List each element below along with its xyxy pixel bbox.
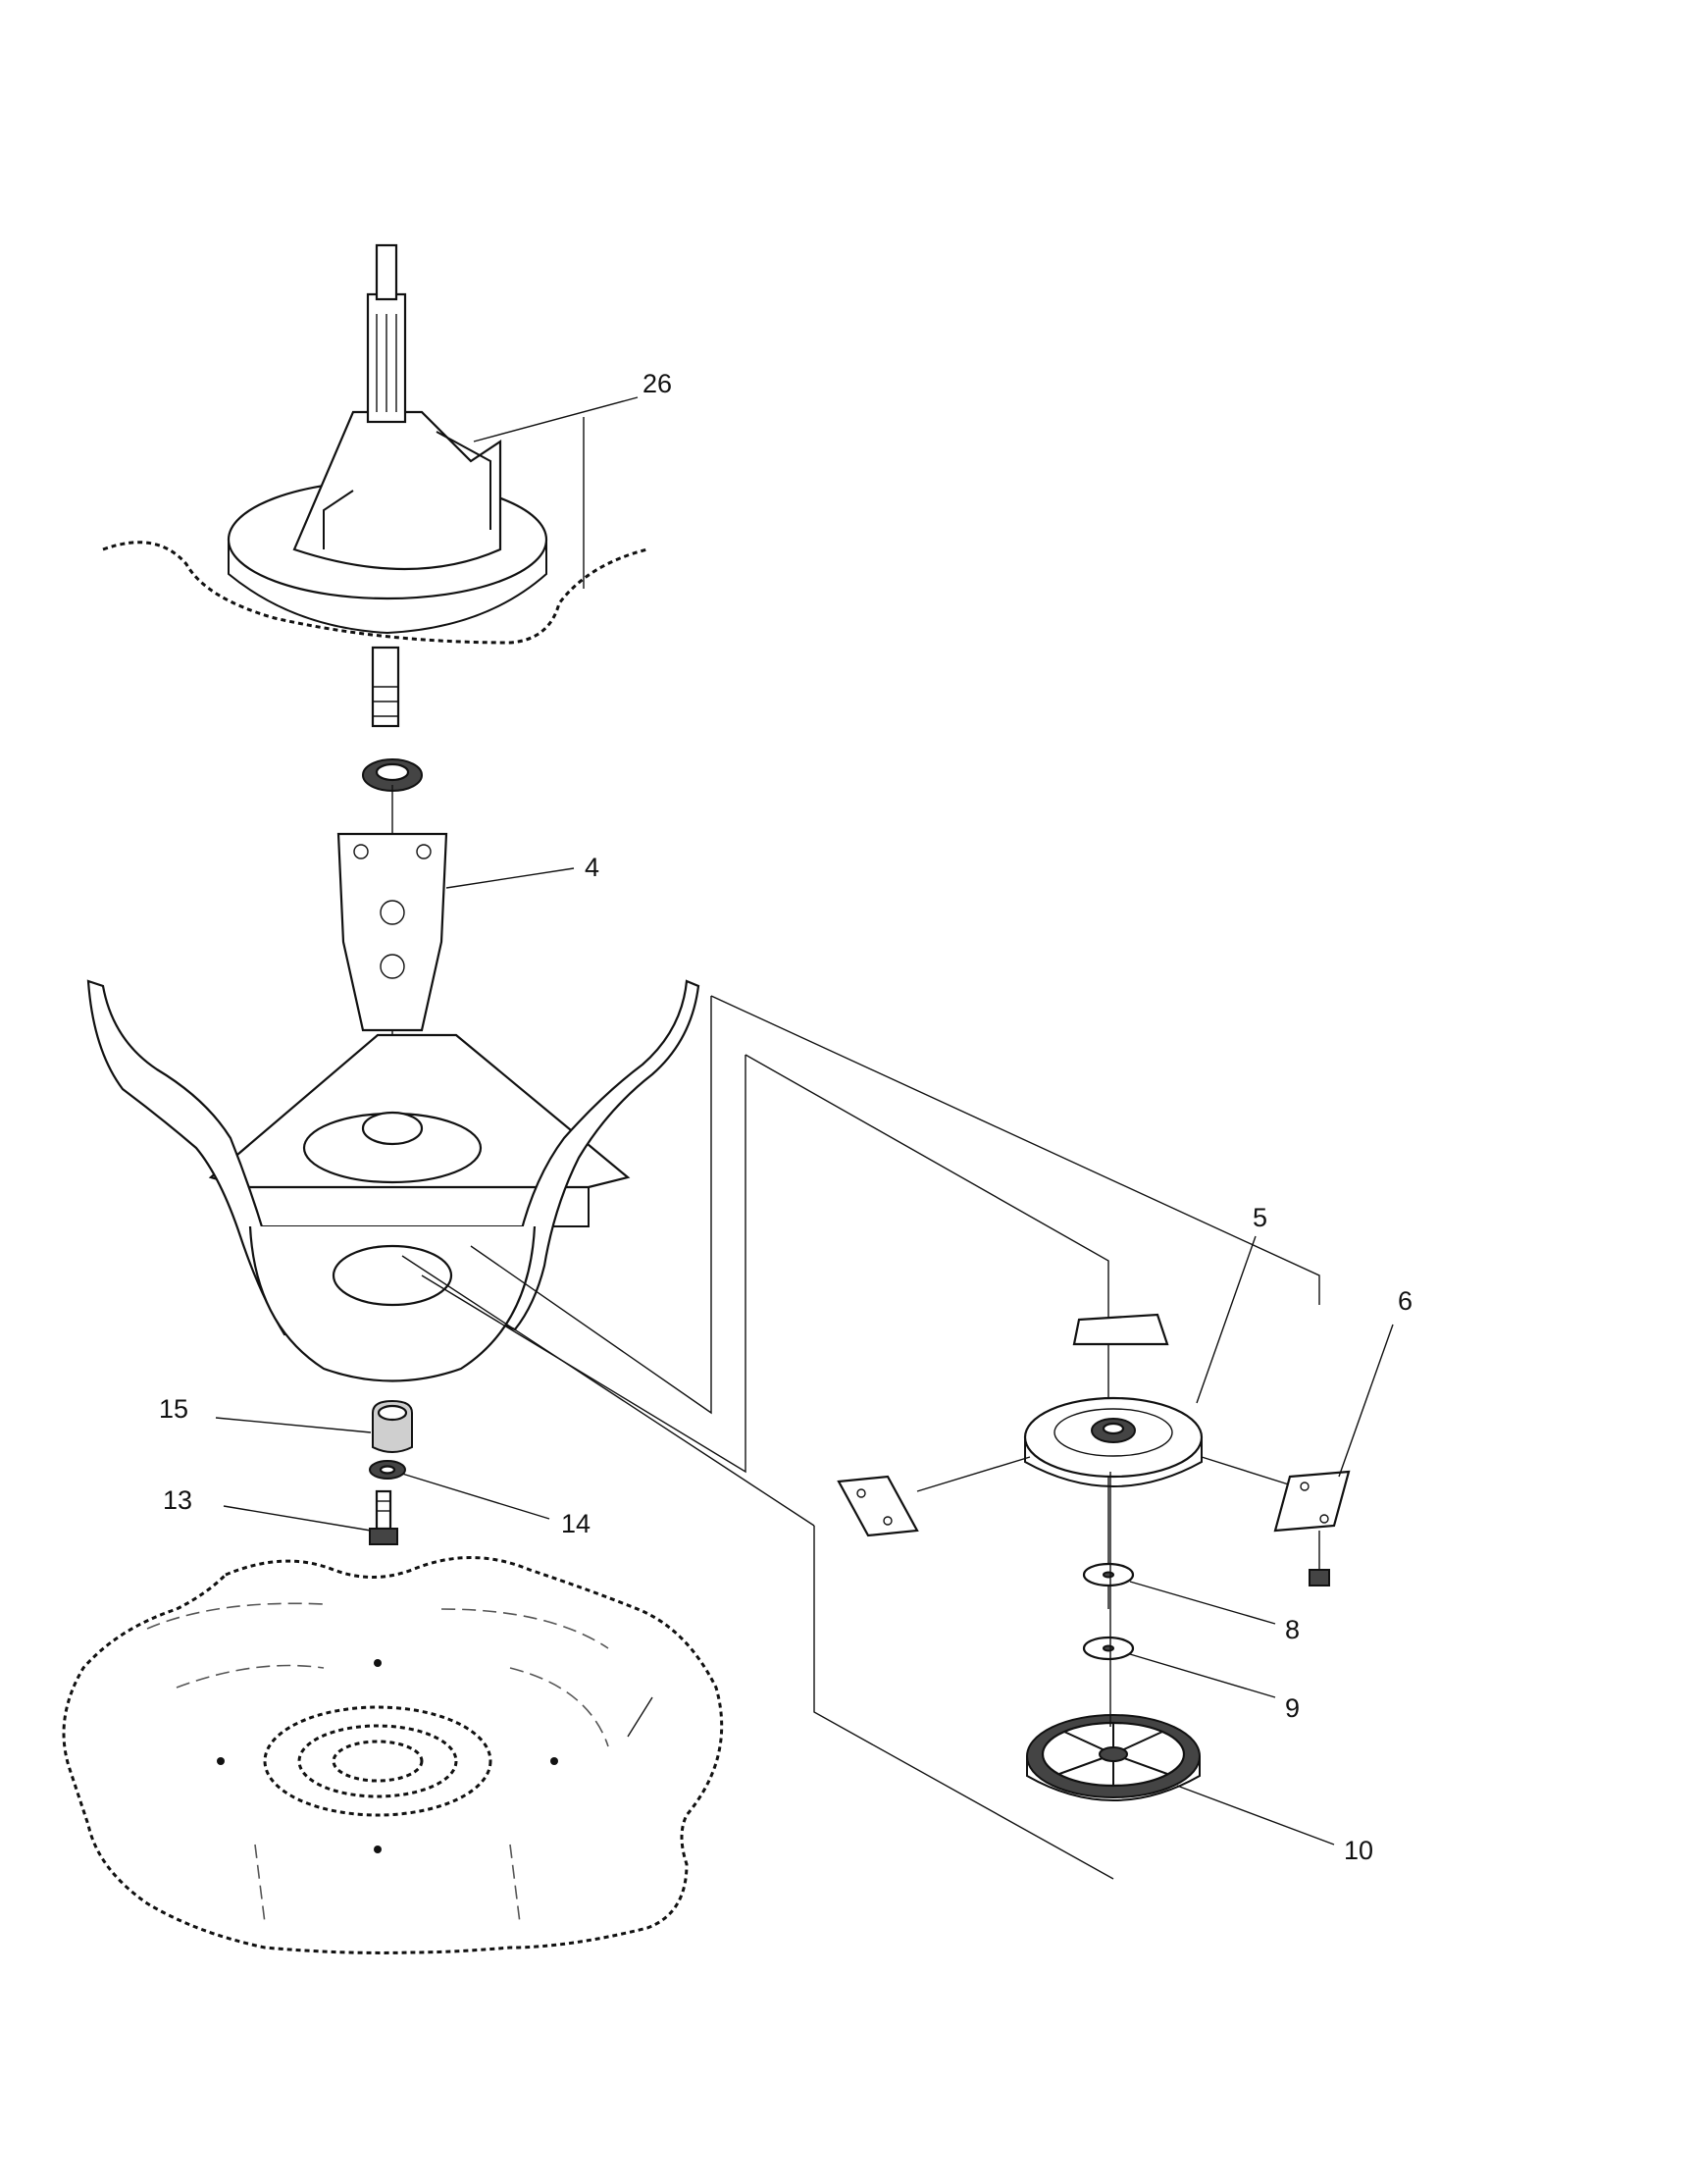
- transmission-part-26: [102, 243, 648, 728]
- callout-26: 26: [642, 369, 672, 398]
- callout-4: 4: [585, 853, 599, 882]
- leader-5: [1196, 1235, 1257, 1404]
- leader-13: [223, 1505, 372, 1532]
- callout-8: 8: [1285, 1615, 1300, 1644]
- leader-14: [401, 1473, 550, 1520]
- callout-14: 14: [561, 1509, 591, 1538]
- bolt-part-13: [369, 1489, 398, 1545]
- leader-26: [473, 396, 639, 442]
- spoked-pulley-part-10: [1026, 1714, 1201, 1801]
- mounting-bracket-part-6: [1201, 1456, 1351, 1586]
- leader-15: [215, 1417, 372, 1433]
- drive-pulley-part-5: [837, 1313, 1204, 1537]
- clamp-part-15: [372, 1399, 413, 1453]
- callout-6: 6: [1398, 1286, 1413, 1316]
- callout-9: 9: [1285, 1693, 1300, 1723]
- washer-part-9: [1082, 1636, 1135, 1661]
- washer-part-14: [369, 1460, 406, 1480]
- leader-6: [1338, 1324, 1394, 1478]
- leader-10: [1176, 1785, 1335, 1846]
- leader-4: [445, 867, 575, 889]
- leader-8: [1129, 1581, 1276, 1625]
- washer-part-8: [1082, 1562, 1135, 1587]
- callout-15: 15: [159, 1394, 188, 1424]
- callout-5: 5: [1253, 1203, 1267, 1232]
- suspension-frame-part-4: [86, 832, 700, 1382]
- callout-13: 13: [163, 1485, 192, 1515]
- belt-routing-lines: [401, 995, 1320, 1880]
- leader-9: [1129, 1653, 1276, 1698]
- callout-10: 10: [1344, 1836, 1373, 1865]
- tub-bottom-outline: [62, 1556, 724, 1954]
